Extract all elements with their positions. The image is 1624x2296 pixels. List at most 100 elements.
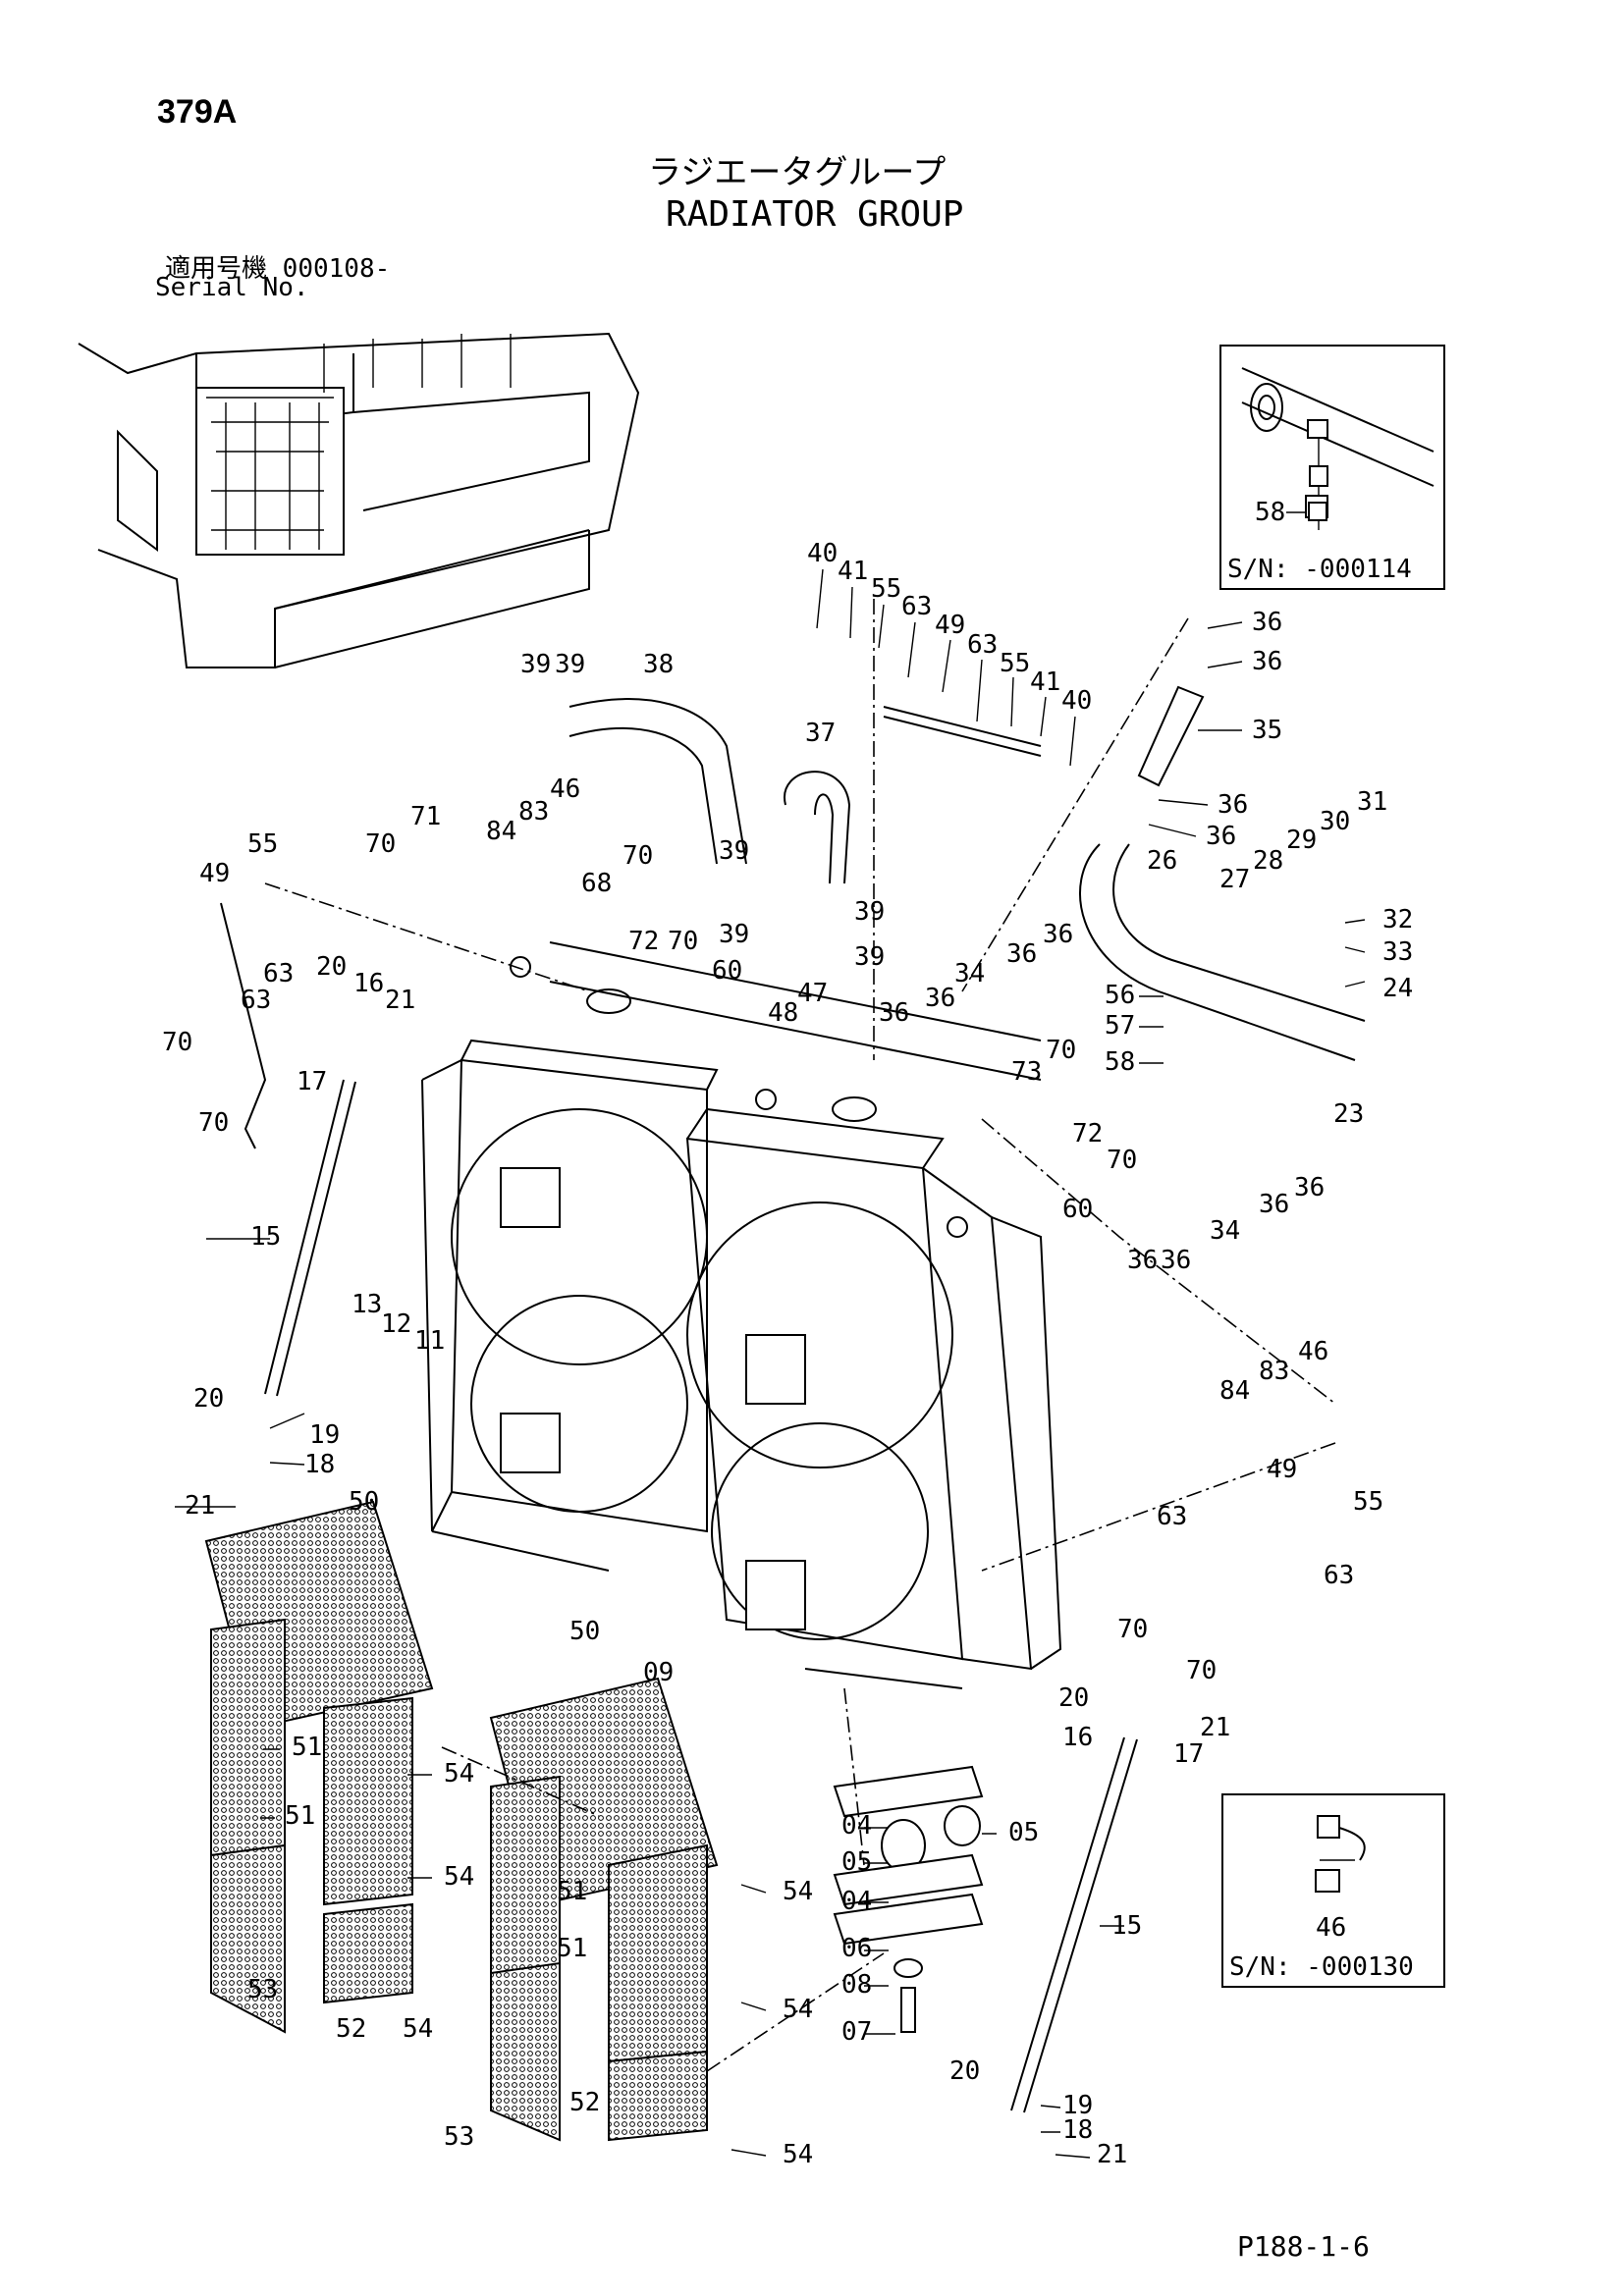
callout: 68 <box>581 869 612 898</box>
callout: 70 <box>198 1108 229 1138</box>
serial-label-english: Serial No. <box>155 273 309 302</box>
callout: 18 <box>304 1450 335 1479</box>
callout: 35 <box>1252 716 1282 745</box>
callout: 12 <box>381 1309 411 1339</box>
callout: 71 <box>410 802 441 831</box>
callout: 54 <box>444 1759 474 1789</box>
callout: 29 <box>1286 826 1317 855</box>
callout: 19 <box>309 1420 340 1450</box>
callout: 51 <box>292 1733 322 1762</box>
callout: 36 <box>879 998 909 1028</box>
callout: 70 <box>162 1028 192 1057</box>
callout-labels: 40 41 55 63 49 63 55 41 40 39 39 38 37 3… <box>162 539 1413 2169</box>
callout: 39 <box>520 650 551 679</box>
callout: 55 <box>1353 1487 1383 1517</box>
callout: 36 <box>1259 1190 1289 1219</box>
callout: 51 <box>557 1934 587 1963</box>
callout: 19 <box>1062 2091 1093 2120</box>
callout: 54 <box>444 1862 474 1892</box>
callout: 37 <box>805 719 836 748</box>
callout: 70 <box>1117 1615 1148 1644</box>
callout: 34 <box>1210 1216 1240 1246</box>
callout: 13 <box>352 1290 382 1319</box>
callout: 52 <box>336 2014 366 2044</box>
callout: 49 <box>199 859 230 888</box>
callout: 36 <box>1218 790 1248 820</box>
callout: 49 <box>935 611 965 640</box>
callout: 70 <box>1107 1146 1137 1175</box>
callout: 83 <box>1259 1357 1289 1386</box>
callout: 52 <box>569 2088 600 2117</box>
callout: 38 <box>643 650 674 679</box>
callout: 70 <box>623 841 653 871</box>
callout: 72 <box>628 927 659 956</box>
callout: 73 <box>1011 1057 1042 1087</box>
callout: 58 <box>1105 1047 1135 1077</box>
radiator-assembly <box>421 941 1062 1689</box>
callout: 40 <box>807 539 838 568</box>
callout: 54 <box>783 2140 813 2169</box>
callout: 36 <box>1252 608 1282 637</box>
callout: 06 <box>841 1934 872 1963</box>
callout: 26 <box>1147 846 1177 876</box>
callout: 63 <box>967 630 998 660</box>
callout: 36 <box>1252 647 1282 676</box>
callout: 05 <box>1008 1818 1039 1847</box>
inset-serial-label: S/N: -000130 <box>1229 1952 1414 1982</box>
callout: 05 <box>841 1847 872 1877</box>
callout: 34 <box>954 959 985 988</box>
callout: 50 <box>569 1617 600 1646</box>
callout: 17 <box>1173 1739 1204 1769</box>
callout: 09 <box>643 1658 674 1687</box>
callout: 36 <box>1043 920 1073 949</box>
callout: 57 <box>1105 1011 1135 1041</box>
callout: 70 <box>668 927 698 956</box>
callout: 16 <box>353 969 384 998</box>
stay-rods <box>220 902 1138 2113</box>
callout: 39 <box>854 942 885 972</box>
callout: 54 <box>783 1995 813 2024</box>
callout: 54 <box>783 1877 813 1906</box>
callout: 21 <box>185 1491 215 1521</box>
callout: 16 <box>1062 1723 1093 1752</box>
callout: 04 <box>841 1887 872 1916</box>
callout: 55 <box>1000 649 1030 678</box>
callout: 36 <box>1206 822 1236 851</box>
callout: 11 <box>414 1326 445 1356</box>
callout: 46 <box>550 774 580 804</box>
protective-screens <box>204 1500 719 2142</box>
callout: 04 <box>841 1811 872 1841</box>
callout: 39 <box>719 836 749 866</box>
callout: 41 <box>838 557 868 586</box>
callout: 21 <box>385 986 415 1015</box>
title-japanese: ラジエータグループ <box>648 153 947 192</box>
callout: 49 <box>1267 1455 1297 1484</box>
inset-serial-label: S/N: -000114 <box>1227 555 1412 584</box>
serial-label-japanese: 適用号機 000108- <box>165 248 390 285</box>
page-title: RADIATOR GROUP <box>666 194 964 235</box>
callout: 31 <box>1357 787 1387 817</box>
callout: 33 <box>1382 937 1413 967</box>
inset-callout-46: 46 <box>1316 1913 1346 1943</box>
callout: 24 <box>1382 974 1413 1003</box>
callout: 39 <box>555 650 585 679</box>
inset-serial-000130: 46 S/N: -000130 <box>1221 1793 1445 1988</box>
callout: 70 <box>1186 1656 1217 1685</box>
callout: 70 <box>1046 1036 1076 1065</box>
callout: 53 <box>444 2122 474 2152</box>
callout: 70 <box>365 829 396 859</box>
callout: 17 <box>297 1067 327 1096</box>
callout: 36 <box>1006 939 1037 969</box>
callout: 63 <box>241 986 271 1015</box>
callout: 07 <box>841 2017 872 2047</box>
callout: 48 <box>768 998 798 1028</box>
callout: 63 <box>901 592 932 621</box>
callout: 15 <box>250 1222 281 1252</box>
callout: 54 <box>403 2014 433 2044</box>
callout: 63 <box>1157 1502 1187 1531</box>
callout: 72 <box>1072 1119 1103 1148</box>
callout: 53 <box>247 1975 278 2004</box>
leader-lines <box>175 568 1366 2159</box>
callout: 83 <box>518 797 549 827</box>
